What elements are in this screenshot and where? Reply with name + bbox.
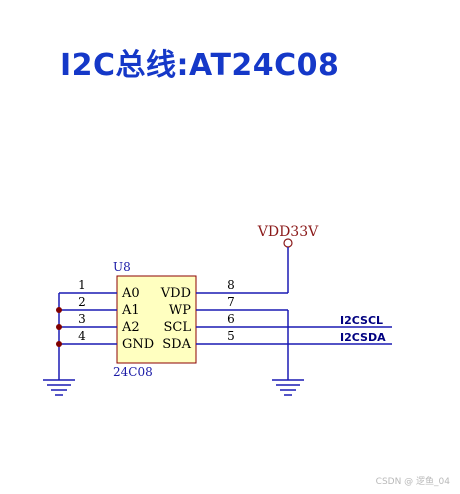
power-net-label: VDD33V [257, 224, 319, 240]
pin-name: GND [122, 337, 154, 352]
power-circle [283, 238, 293, 248]
pin-number: 2 [78, 295, 86, 309]
pin-name: SCL [164, 320, 192, 335]
pin-name: SDA [162, 337, 191, 352]
pin-number: 6 [227, 312, 235, 326]
pin-number: 1 [78, 278, 86, 292]
power-symbol: VDD33V [257, 224, 319, 293]
pin-number: 8 [227, 278, 235, 292]
ground-symbol-left [43, 379, 75, 396]
pin-name: A2 [121, 320, 140, 335]
chip-refdes: U8 [113, 260, 131, 274]
junction-dot [56, 324, 62, 330]
right-pin-group: 8 7 6 5 VDD WP SCL SDA [160, 278, 392, 352]
pin-number: 5 [227, 329, 235, 343]
pin-name: VDD [160, 286, 191, 301]
watermark: CSDN @ 逻鱼_04 [375, 477, 450, 487]
ground-symbol-right [272, 379, 304, 396]
pin-name: A1 [121, 303, 140, 318]
left-pin-group: 1 2 3 4 A0 A1 A2 GND [59, 278, 154, 352]
chip-body [116, 275, 197, 364]
chip-part-number: 24C08 [113, 365, 153, 379]
pin-number: 3 [78, 312, 86, 326]
pin-number: 7 [227, 295, 235, 309]
pin-name: WP [169, 303, 191, 318]
junction-dot [56, 341, 62, 347]
page-title: I2C总线:AT24C08 [60, 48, 340, 83]
junction-dot [56, 307, 62, 313]
pin-name: A0 [121, 286, 140, 301]
net-label-sda: I2CSDA [340, 331, 386, 344]
pin-number: 4 [78, 329, 86, 343]
net-label-scl: I2CSCL [340, 314, 383, 327]
